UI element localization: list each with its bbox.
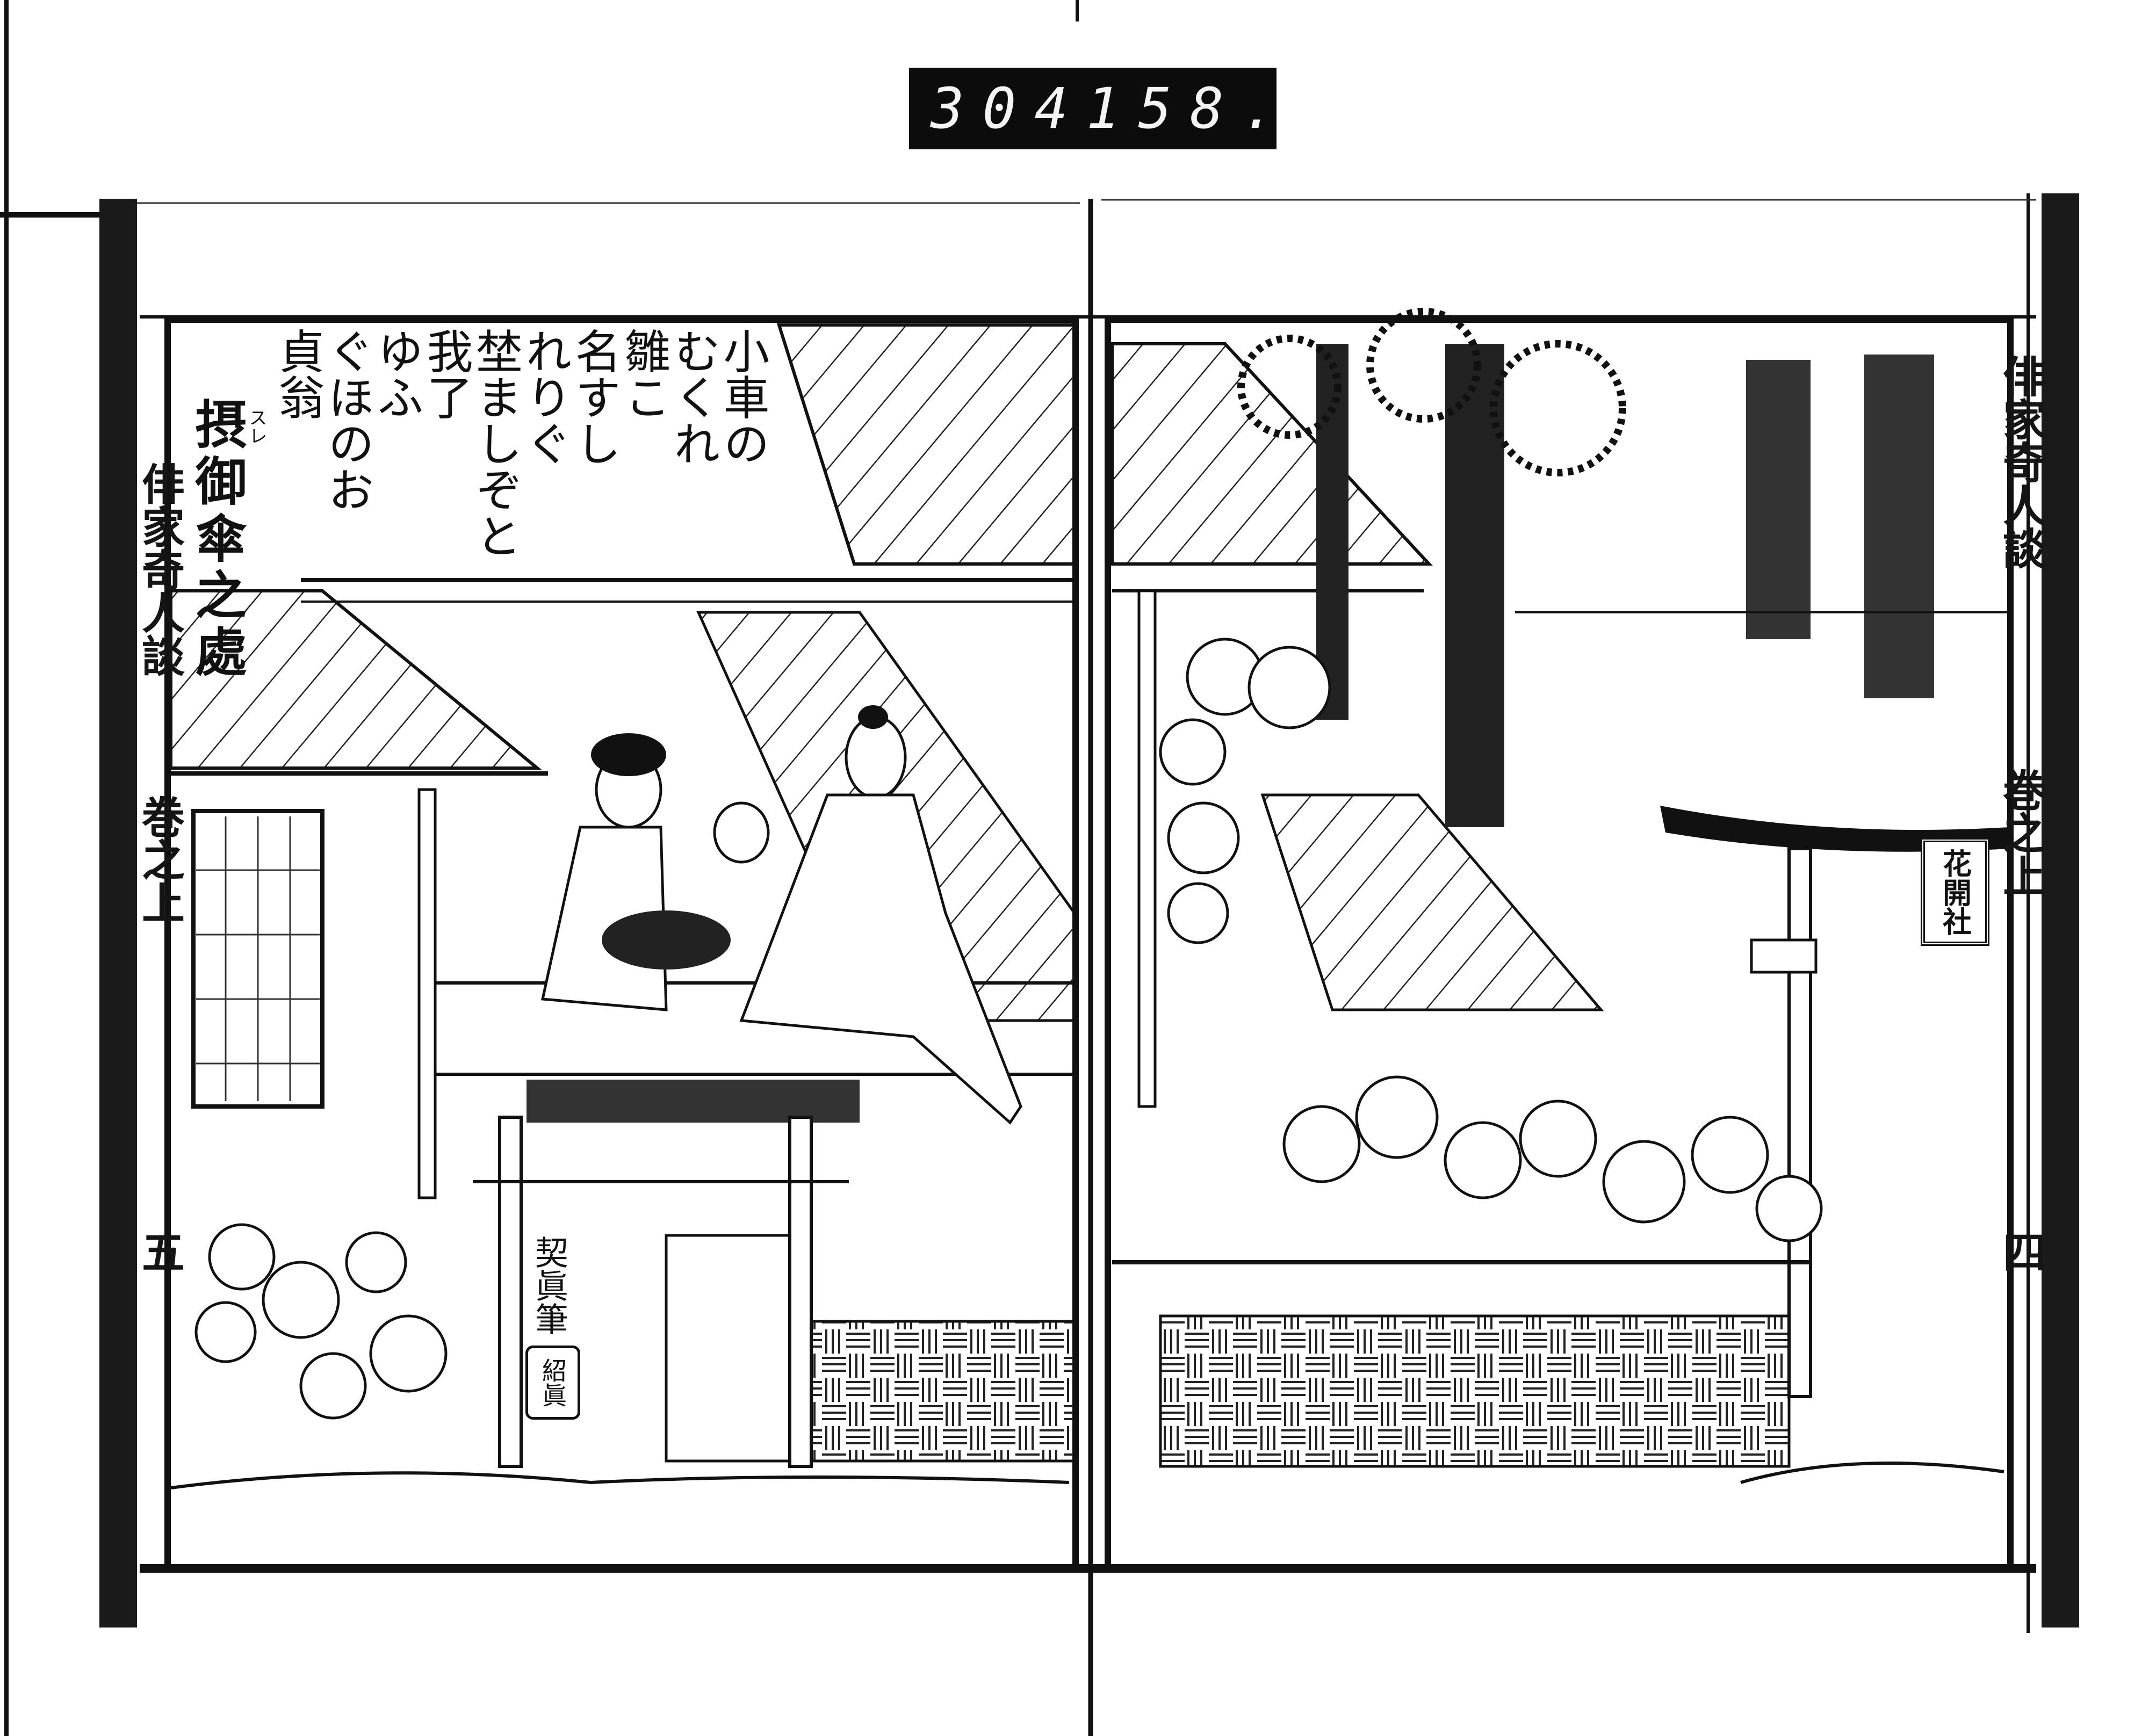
- poem-line: ぐほのお: [320, 328, 373, 512]
- right-spine-title: 俳家奇人談: [1996, 355, 2046, 569]
- poem-line: 名すし: [567, 328, 621, 466]
- poem-line: むくれ: [666, 328, 719, 466]
- poem-text: 小車の むくれ 雛こ 名すし れりぐ 埜ましぞと 我了 ゆふ ぐほのお 貞翁: [270, 328, 769, 704]
- gourd-vines-left: [194, 1223, 448, 1420]
- poem-line: 埜ましぞと: [468, 328, 522, 559]
- right-spine-volume: 巻之上: [1996, 768, 2046, 897]
- torii-gate: [1660, 806, 2009, 1398]
- left-spine-page: 五: [135, 1230, 185, 1273]
- scene-caption: 摂御傘之處: [186, 397, 247, 682]
- poem-line: ゆふ: [369, 328, 423, 420]
- book-edges: [0, 0, 2079, 1736]
- trees: [1237, 308, 1934, 827]
- scan-number-label: 304 158.: [909, 68, 1277, 149]
- right-scene: [1110, 308, 2009, 1484]
- poem-line: 雛こ: [616, 328, 670, 420]
- artist-seal: 紹眞: [525, 1346, 580, 1420]
- left-scene: [169, 323, 1076, 1489]
- gourd-vines-right: [1159, 638, 1823, 1242]
- scan-number-right: 158.: [1086, 76, 1294, 141]
- poem-line: れりぐ: [517, 328, 571, 466]
- right-spine-page: 四: [1996, 1230, 2046, 1273]
- caption-ruby: スレ: [246, 408, 267, 445]
- left-spine-title: 俳家奇人談: [135, 462, 185, 677]
- artist-signature: 契眞筆: [529, 1235, 568, 1335]
- scan-number-left: 304: [931, 76, 1086, 141]
- poem-line: 小車の: [715, 328, 769, 466]
- shrine-plaque: 花開社: [1921, 838, 1989, 946]
- left-spine-volume: 巻之上: [135, 795, 185, 924]
- poem-line: 貞翁: [270, 328, 324, 420]
- poem-line: 我了: [419, 328, 472, 420]
